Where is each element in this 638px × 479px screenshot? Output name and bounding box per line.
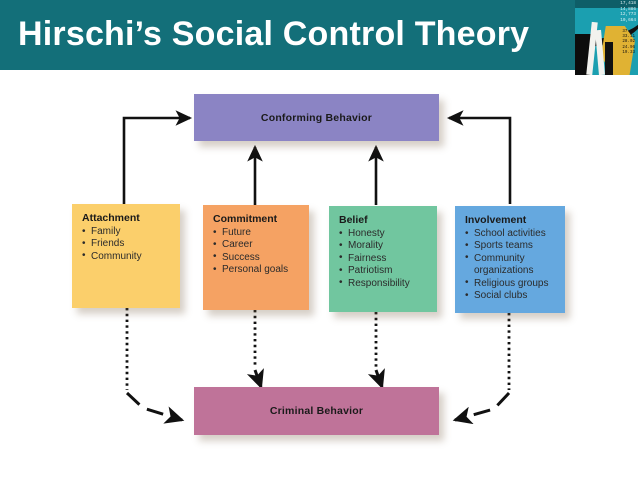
bond-title-attachment: Attachment [82,212,140,224]
bond-content-belief: Belief Honesty Morality Fairness Patriot… [339,214,433,290]
arrow-attachment-to-conforming [122,110,193,204]
list-item: Future [213,226,305,239]
deco-band [575,0,638,8]
list-item: Fairness [339,252,433,265]
arrow-involvement-to-criminal [452,391,511,425]
list-item: Religious groups [465,277,561,290]
arrow-belief-to-criminal [367,368,385,390]
deco-numbers-mid: 37.48 33.11 28.02 24.96 19.33 [622,30,635,55]
list-item: Morality [339,240,433,253]
list-item: School activities [465,227,561,240]
arrow-attachment-to-criminal [125,391,185,424]
bond-content-commitment: Commitment Future Career Success Persona… [213,213,305,277]
list-item: Personal goals [213,264,305,277]
bond-title-commitment: Commitment [213,213,278,225]
list-item: Patriotism [339,265,433,278]
bond-title-belief: Belief [339,214,368,226]
decorative-collage-image: 17,418 14,886 12,773 10,664 37.48 33.11 … [575,0,638,75]
bond-box-belief[interactable]: Belief Honesty Morality Fairness Patriot… [329,206,437,312]
page-title: Hirschi’s Social Control Theory [18,15,530,53]
arrow-involvement-to-conforming [446,110,512,204]
deco-numbers-top: 17,418 14,886 12,773 10,664 [620,1,636,23]
list-item: Honesty [339,227,433,240]
conforming-behavior-box[interactable]: Conforming Behavior [194,94,439,141]
deco-dark-stem [605,42,613,75]
list-item: Community [82,250,176,263]
bond-box-commitment[interactable]: Commitment Future Career Success Persona… [203,205,309,310]
criminal-behavior-box[interactable]: Criminal Behavior [194,387,439,435]
list-item: Sports teams [465,240,561,253]
conforming-behavior-label: Conforming Behavior [260,111,373,124]
list-item: Career [213,239,305,252]
bond-items-involvement: School activities Sports teams Community… [465,227,561,303]
bond-content-attachment: Attachment Family Friends Community [82,212,176,263]
arrow-commitment-to-criminal [246,368,264,390]
bond-box-involvement[interactable]: Involvement School activities Sports tea… [455,206,565,313]
bond-title-involvement: Involvement [465,214,527,226]
list-item: Responsibility [339,277,433,290]
list-item: Social clubs [465,290,561,303]
bond-content-involvement: Involvement School activities Sports tea… [465,214,561,302]
bond-items-attachment: Family Friends Community [82,225,176,263]
title-bar: Hirschi’s Social Control Theory [0,0,638,70]
list-item: Community organizations [465,252,561,278]
list-item: Success [213,251,305,264]
bond-box-attachment[interactable]: Attachment Family Friends Community [72,204,180,308]
bond-items-belief: Honesty Morality Fairness Patriotism Res… [339,227,433,290]
criminal-behavior-label: Criminal Behavior [269,405,364,417]
list-item: Friends [82,238,176,251]
bond-items-commitment: Future Career Success Personal goals [213,226,305,277]
list-item: Family [82,225,176,238]
